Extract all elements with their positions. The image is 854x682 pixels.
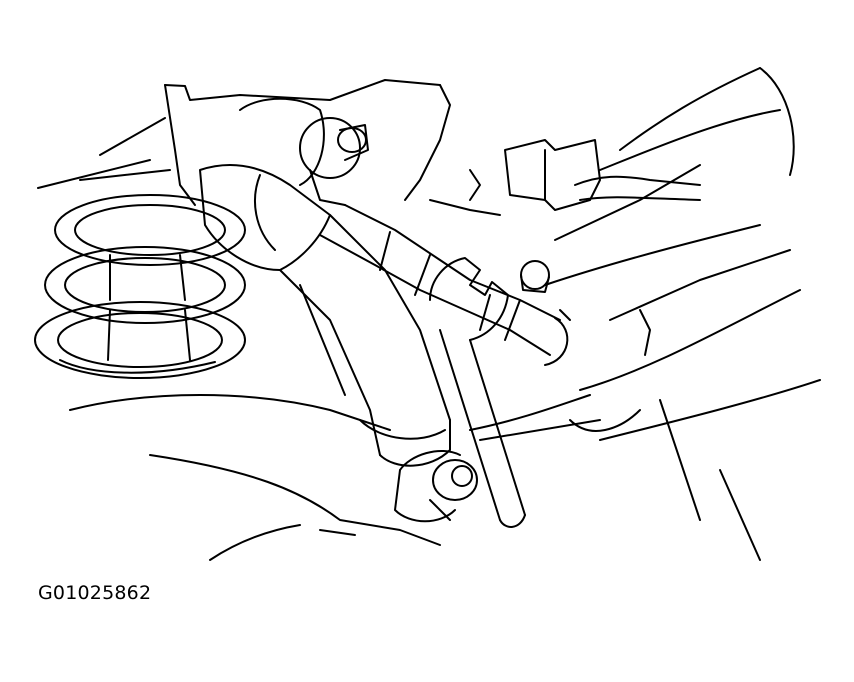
lower-mount-bolt — [395, 451, 477, 521]
link-rod — [320, 205, 570, 365]
sensor-connector — [430, 140, 700, 215]
body-panel-lines — [38, 68, 820, 560]
small-bolt — [521, 261, 549, 292]
coil-spring — [35, 195, 245, 378]
lower-control-arm — [70, 395, 600, 560]
wrench — [430, 258, 525, 527]
upper-mount-bolt — [300, 118, 368, 205]
figure-id-label: G01025862 — [38, 582, 152, 604]
shock-absorber — [200, 99, 450, 466]
